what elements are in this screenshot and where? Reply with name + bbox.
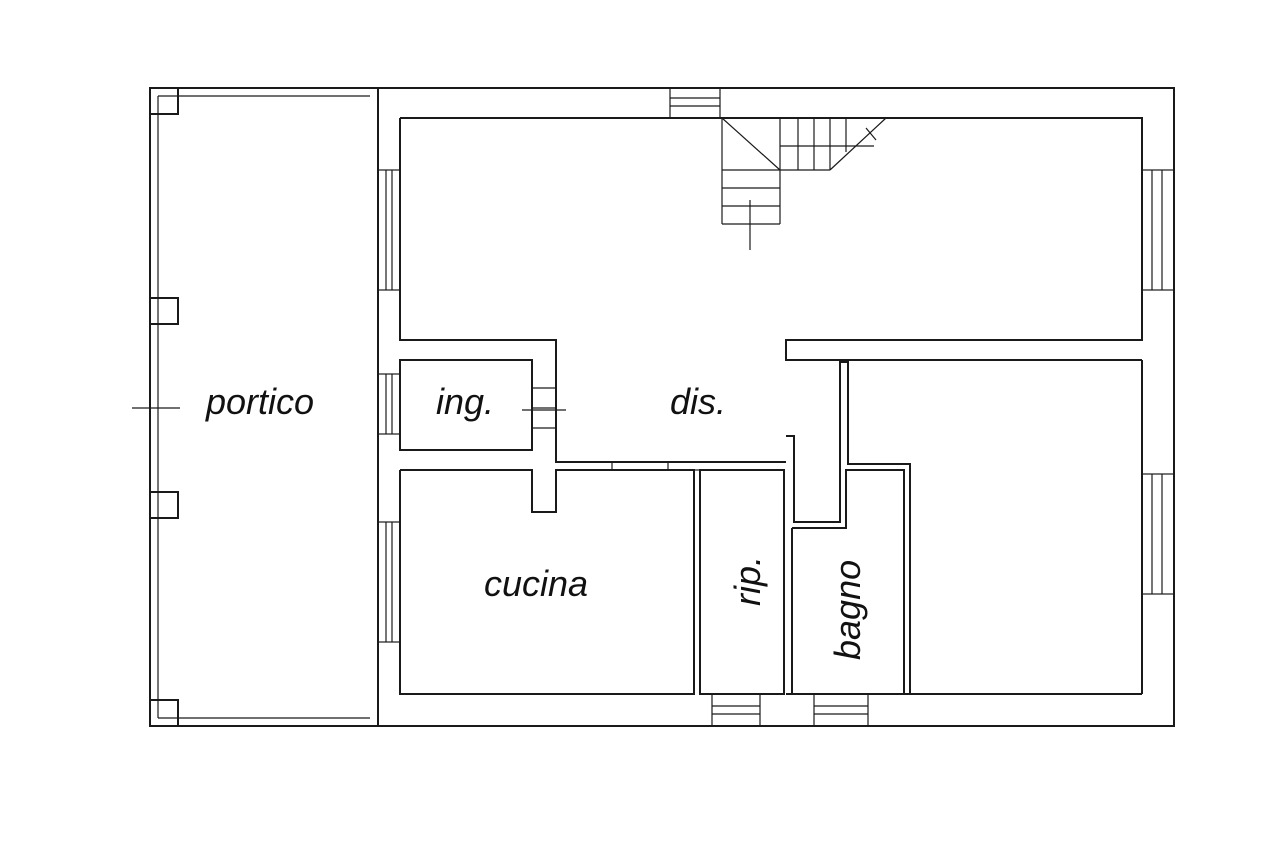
window-north bbox=[669, 87, 721, 119]
portico-axis-mark bbox=[132, 398, 180, 418]
window-west-kitchen bbox=[377, 521, 401, 643]
kitchen-outline bbox=[399, 462, 695, 695]
window-west-entrance bbox=[377, 373, 401, 435]
portico-pillars bbox=[149, 87, 179, 727]
label-ingresso: ing. bbox=[436, 381, 494, 422]
window-south-right bbox=[813, 693, 869, 727]
window-east-upper bbox=[1141, 169, 1175, 291]
label-ripostiglio: rip. bbox=[727, 556, 768, 606]
living-area-outline bbox=[399, 117, 1143, 694]
staircase bbox=[721, 117, 887, 250]
label-disimpegno: dis. bbox=[670, 381, 726, 422]
window-south-left bbox=[711, 693, 761, 727]
label-bagno: bagno bbox=[827, 560, 868, 660]
window-west-upper bbox=[377, 169, 401, 291]
label-portico: portico bbox=[205, 381, 314, 422]
label-cucina: cucina bbox=[484, 563, 588, 604]
exterior-walls bbox=[377, 87, 1175, 727]
window-east-lower bbox=[1141, 473, 1175, 595]
